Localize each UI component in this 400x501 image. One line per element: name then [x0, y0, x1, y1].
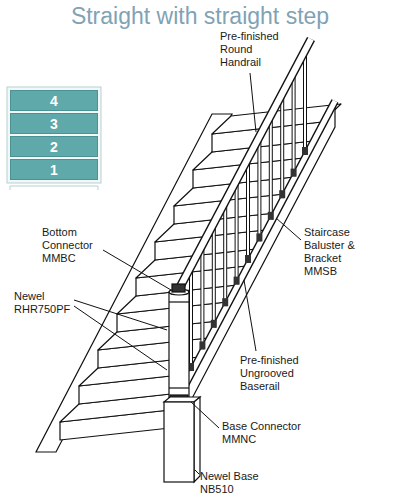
leader-lines	[74, 73, 301, 474]
step-number-box: 1	[10, 159, 98, 180]
balusters	[188, 54, 308, 371]
step-panel	[7, 87, 101, 190]
step-number: 2	[50, 139, 58, 155]
part-label: Newel RHR750PF	[14, 290, 74, 316]
stair-steps	[60, 104, 341, 440]
part-label: Bottom Connector MMBC	[42, 226, 100, 265]
step-number: 4	[50, 93, 58, 109]
step-number: 3	[50, 116, 58, 132]
part-label: Base Connector MMNC	[222, 420, 308, 446]
step-number-box: 3	[10, 113, 98, 134]
newel-base	[164, 397, 200, 482]
newel-post	[169, 284, 189, 402]
step-number: 1	[50, 162, 58, 178]
step-number-box: 4	[10, 90, 98, 111]
part-label: Pre-finished Ungrooved Baserail	[240, 354, 306, 393]
step-number-box: 2	[10, 136, 98, 157]
part-label: Newel Base NB510	[200, 470, 266, 496]
part-label: Pre-finished Round Handrail	[220, 30, 284, 69]
handrail	[180, 39, 311, 287]
diagram-title: Straight with straight step	[0, 3, 400, 30]
part-label: Staircase Baluster & Bracket MMSB	[304, 226, 366, 278]
